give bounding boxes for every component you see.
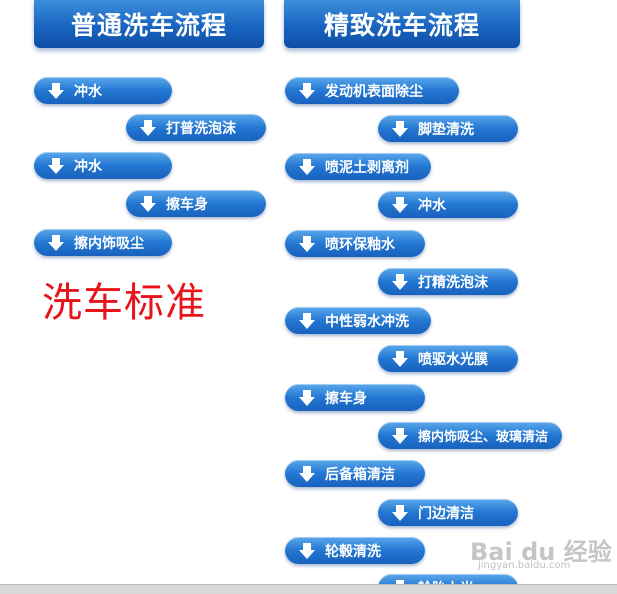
right-step-4: 冲水 (378, 191, 518, 218)
step-label: 冲水 (74, 83, 102, 100)
down-arrow-icon (295, 464, 319, 484)
right-step-9: 擦车身 (285, 384, 425, 411)
right-step-12: 门边清洁 (378, 499, 518, 526)
right-step-13: 轮毂清洗 (285, 537, 425, 564)
step-label: 冲水 (74, 158, 102, 175)
down-arrow-icon (388, 119, 412, 139)
step-label: 发动机表面除尘 (325, 83, 423, 100)
down-arrow-icon (44, 233, 68, 253)
step-label: 喷泥土剥离剂 (325, 159, 409, 176)
right-step-2: 脚垫清洗 (378, 115, 518, 142)
header-standard-wash: 普通洗车流程 (34, 0, 264, 48)
down-arrow-icon (388, 503, 412, 523)
step-label: 擦内饰吸尘、玻璃清洁 (418, 430, 549, 445)
down-arrow-icon (44, 156, 68, 176)
down-arrow-icon (295, 541, 319, 561)
down-arrow-icon (295, 157, 319, 177)
right-step-10: 擦内饰吸尘、玻璃清洁 (378, 422, 562, 449)
step-label: 喷驱水光膜 (418, 351, 488, 368)
left-step-4: 擦车身 (126, 190, 266, 217)
right-step-7: 中性弱水冲洗 (285, 307, 431, 334)
right-step-1: 发动机表面除尘 (285, 77, 459, 104)
left-step-5: 擦内饰吸尘 (34, 229, 172, 256)
right-step-11: 后备箱清洁 (285, 460, 425, 487)
left-step-1: 冲水 (34, 77, 172, 104)
down-arrow-icon (388, 426, 412, 446)
down-arrow-icon (295, 234, 319, 254)
step-label: 门边清洁 (418, 505, 474, 522)
down-arrow-icon (295, 81, 319, 101)
right-step-8: 喷驱水光膜 (378, 345, 518, 372)
baidu-watermark: Bai du 经验 jingyan.baidu.com (470, 532, 612, 571)
step-label: 擦内饰吸尘 (74, 235, 144, 252)
step-label: 后备箱清洁 (325, 466, 395, 483)
step-label: 冲水 (418, 197, 446, 214)
window-bottom-bar (0, 584, 617, 594)
down-arrow-icon (295, 388, 319, 408)
right-step-6: 打精洗泡沫 (378, 268, 518, 295)
step-label: 中性弱水冲洗 (325, 313, 409, 330)
down-arrow-icon (295, 311, 319, 331)
watermark-text: Bai du 经验 (470, 538, 612, 566)
down-arrow-icon (388, 195, 412, 215)
step-label: 打精洗泡沫 (418, 274, 488, 291)
step-label: 脚垫清洗 (418, 121, 474, 138)
overlay-title: 洗车标准 (42, 280, 206, 326)
down-arrow-icon (388, 349, 412, 369)
left-step-3: 冲水 (34, 152, 172, 179)
step-label: 擦车身 (166, 196, 208, 213)
down-arrow-icon (388, 272, 412, 292)
right-step-5: 喷环保釉水 (285, 230, 425, 257)
right-step-3: 喷泥土剥离剂 (285, 153, 431, 180)
step-label: 擦车身 (325, 390, 367, 407)
left-step-2: 打普洗泡沫 (126, 114, 266, 141)
down-arrow-icon (44, 81, 68, 101)
header-premium-wash: 精致洗车流程 (284, 0, 520, 48)
step-label: 轮毂清洗 (325, 543, 381, 560)
watermark-url: jingyan.baidu.com (478, 560, 571, 571)
step-label: 打普洗泡沫 (166, 120, 236, 137)
down-arrow-icon (136, 118, 160, 138)
step-label: 喷环保釉水 (325, 236, 395, 253)
down-arrow-icon (136, 194, 160, 214)
